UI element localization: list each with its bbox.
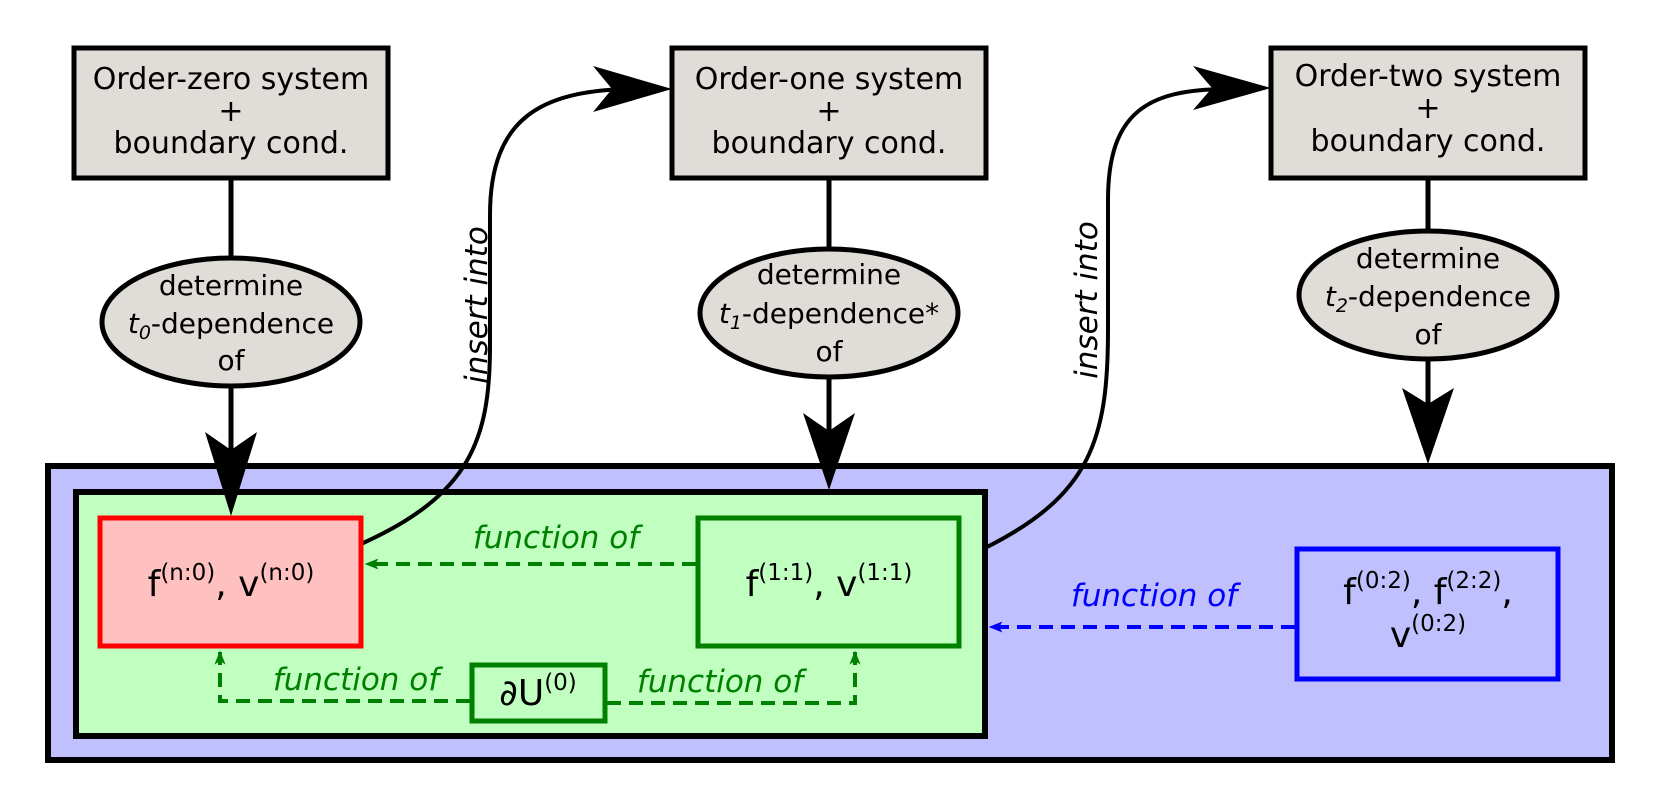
arrow-down (205, 386, 257, 516)
blue-box-text: f(0:2), f(2:2), (1343, 568, 1513, 613)
green-box: f(1:1), v(1:1) (695, 515, 962, 649)
red-box: f(n:0), v(n:0) (97, 515, 364, 649)
dashed-arrow-green (607, 650, 861, 705)
ellipse-t1: determine t1-dependence* of (697, 246, 961, 380)
system-plus: + (816, 94, 841, 129)
system-title: Order-one system (695, 62, 964, 97)
du-box: ∂U(0) (469, 662, 608, 724)
blue-box-text: v(0:2) (1390, 611, 1466, 656)
insert-into-arrow-1 (360, 66, 672, 546)
ellipse-line: t1-dependence* (719, 297, 939, 334)
system-title: Order-two system (1295, 59, 1562, 94)
system-boundary: boundary cond. (712, 126, 947, 161)
ellipse-line: of (1415, 318, 1443, 351)
ellipse-line: of (816, 335, 844, 368)
system-title: Order-zero system (93, 62, 369, 97)
system-plus: + (1415, 91, 1440, 126)
ellipse-line: determine (1356, 242, 1500, 275)
arrow-down (803, 377, 855, 490)
insert-into-label: insert into (459, 226, 495, 384)
system-box-order-two: Order-two system + boundary cond. (1268, 45, 1588, 181)
green-box-text: f(1:1), v(1:1) (746, 560, 913, 605)
system-boundary: boundary cond. (1311, 124, 1546, 159)
insert-into-arrow-2 (986, 66, 1271, 549)
function-of-label: function of (637, 664, 807, 700)
arrow-down (1402, 359, 1454, 464)
red-box-text: f(n:0), v(n:0) (148, 560, 315, 605)
blue-box: f(0:2), f(2:2), v(0:2) (1294, 546, 1561, 682)
function-of-label: function of (473, 520, 643, 556)
dashed-arrow-green (214, 650, 470, 703)
insert-into-label: insert into (1069, 221, 1105, 379)
function-of-label: function of (1071, 578, 1241, 614)
du-box-text: ∂U(0) (499, 670, 577, 714)
ellipse-line: t2-dependence (1325, 280, 1531, 317)
system-box-order-zero: Order-zero system + boundary cond. (71, 45, 391, 181)
ellipse-line: t0-dependence (128, 307, 334, 344)
ellipse-line: of (218, 344, 246, 377)
system-plus: + (218, 94, 243, 129)
ellipse-t0: determine t0-dependence of (99, 255, 363, 389)
system-boundary: boundary cond. (114, 126, 349, 161)
function-of-label: function of (273, 662, 443, 698)
system-box-order-one: Order-one system + boundary cond. (669, 45, 989, 181)
ellipse-line: determine (159, 269, 303, 302)
ellipse-t2: determine t2-dependence of (1296, 228, 1560, 362)
ellipse-line: determine (757, 258, 901, 291)
